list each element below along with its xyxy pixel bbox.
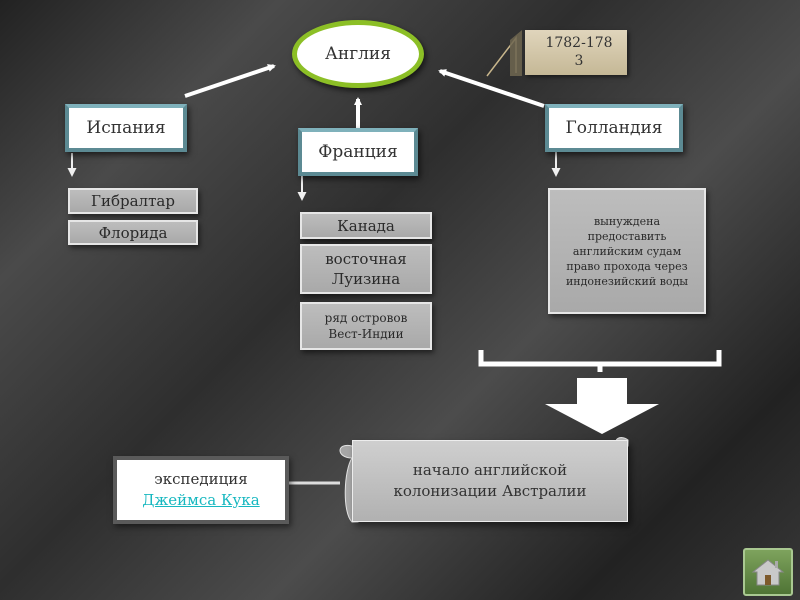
france-label: Франция bbox=[318, 142, 398, 162]
expedition-label: экспедиция bbox=[154, 470, 248, 488]
france-item-west-indies: ряд островов Вест-Индии bbox=[300, 302, 432, 350]
result-scroll: начало английской колонизации Австралии bbox=[352, 440, 628, 522]
holland-label: Голландия bbox=[565, 118, 663, 138]
england-label: Англия bbox=[325, 44, 391, 64]
badge-callout-fill bbox=[510, 30, 522, 76]
spain-item-florida: Флорида bbox=[68, 220, 198, 245]
date-badge: 1782-178 3 bbox=[525, 30, 627, 75]
arrow-holland-to-england bbox=[438, 69, 545, 108]
home-icon bbox=[751, 559, 785, 586]
holland-note: вынуждена предоставить английским судам … bbox=[548, 188, 706, 314]
england-node: Англия bbox=[292, 20, 424, 88]
france-node: Франция bbox=[298, 128, 418, 176]
expedition-box: экспедиция Джеймса Кука bbox=[113, 456, 289, 524]
arrow-spain-to-england bbox=[184, 64, 276, 98]
spain-item-gibraltar-label: Гибралтар bbox=[91, 192, 175, 210]
spain-item-gibraltar: Гибралтар bbox=[68, 188, 198, 214]
france-item-canada: Канада bbox=[300, 212, 432, 239]
holland-node: Голландия bbox=[545, 104, 683, 152]
france-item-west-indies-label: ряд островов Вест-Индии bbox=[324, 311, 408, 341]
spain-label: Испания bbox=[86, 118, 166, 138]
james-cook-link[interactable]: Джеймса Кука bbox=[142, 491, 260, 509]
spain-item-florida-label: Флорида bbox=[98, 223, 168, 242]
grouping-brace bbox=[478, 350, 722, 372]
france-item-louisiana: восточная Луизина bbox=[300, 244, 432, 294]
holland-note-text: вынуждена предоставить английским судам … bbox=[565, 214, 689, 288]
result-text: начало английской колонизации Австралии bbox=[393, 461, 587, 500]
date-line2: 3 bbox=[574, 53, 584, 69]
home-button[interactable] bbox=[743, 548, 793, 596]
france-item-louisiana-label: восточная Луизина bbox=[325, 250, 407, 288]
date-line1: 1782-178 bbox=[545, 35, 613, 51]
france-item-canada-label: Канада bbox=[337, 216, 395, 235]
big-down-arrow bbox=[545, 378, 659, 434]
spain-node: Испания bbox=[65, 104, 187, 152]
